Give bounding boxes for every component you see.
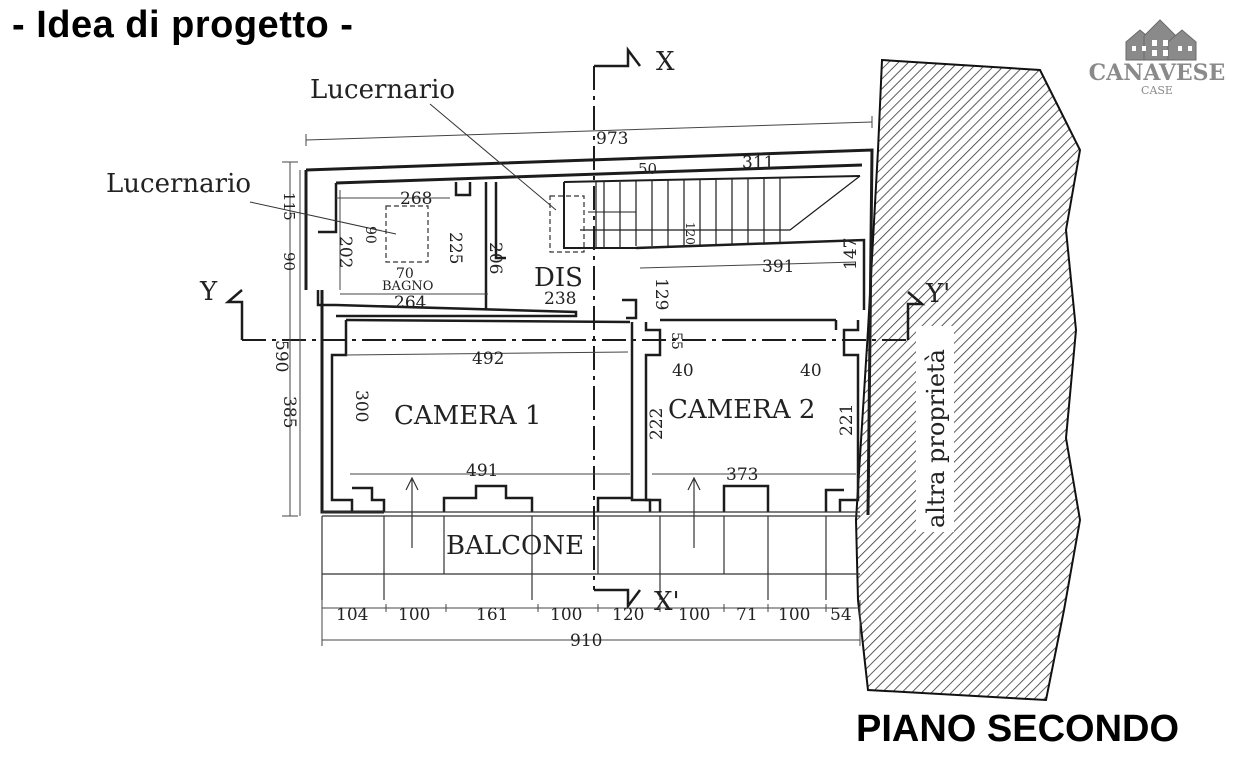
dim-overall-width: 973 (596, 129, 628, 149)
skylight-leaders (249, 103, 557, 235)
dim-bottom-seg-2: 100 (398, 605, 430, 625)
axis-x-bottom: X' (654, 587, 680, 617)
dim-bagno-h-left: 202 (335, 236, 355, 268)
axis-y-left: Y (199, 277, 218, 307)
stairs (563, 175, 861, 249)
dim-bottom-seg-4: 100 (550, 605, 582, 625)
room-camera1: CAMERA 1 (394, 401, 541, 431)
dim-bottom-seg-5: 120 (612, 605, 644, 625)
neighbor-property-hatch (854, 58, 1082, 702)
dim-wall-40-left: 40 (672, 361, 694, 381)
axis-y-right: Y' (925, 279, 950, 309)
dim-cam1-height: 300 (351, 390, 371, 422)
logo-sub: CASE (1141, 84, 1173, 97)
axis-x-top: X (656, 47, 675, 77)
dim-cam2-h-right: 221 (837, 404, 857, 436)
dim-bagno-width: 268 (400, 189, 432, 209)
dimension-lines (282, 116, 873, 646)
dim-stair-length: 311 (742, 153, 774, 173)
dim-skylight-h: 90 (362, 226, 378, 244)
dim-left-115: 115 (280, 192, 298, 221)
neighbor-label: altra proprietà (922, 349, 950, 528)
skylights (385, 195, 585, 263)
dim-skylight-w: 70 (396, 266, 414, 282)
dim-door-55: 55 (668, 332, 684, 350)
balcony (321, 511, 860, 600)
dim-wall-40-right: 40 (800, 361, 822, 381)
room-bagno: BAGNO (382, 279, 433, 294)
neighbor-label-backdrop (916, 326, 954, 532)
dim-bottom-seg-1: 104 (336, 605, 368, 625)
dim-bottom-seg-9: 54 (830, 605, 852, 625)
dim-bagno-width-low: 264 (394, 293, 426, 313)
room-dis: DIS (534, 263, 583, 293)
dim-cam2-h-left: 222 (647, 408, 667, 440)
dim-cam2-h-129: 129 (651, 278, 671, 310)
floor-label: PIANO SECONDO (856, 708, 1180, 750)
room-balcone: BALCONE (446, 531, 584, 561)
dim-bottom-total: 910 (570, 631, 602, 651)
dim-cam2-top-width: 391 (762, 257, 794, 277)
dim-cam1-width-top: 492 (472, 349, 504, 369)
dim-left-385: 385 (279, 396, 299, 428)
dim-left-590: 590 (271, 340, 291, 372)
skylight-label-top: Lucernario (310, 75, 455, 105)
window-piers (352, 484, 844, 512)
logo-name: CANAVESE (1089, 60, 1226, 86)
dim-cam1-width-bottom: 491 (466, 461, 498, 481)
entry-arrows (405, 476, 701, 548)
dim-stair-offset: 50 (638, 160, 657, 178)
section-lines (224, 46, 926, 610)
dim-bottom-seg-3: 161 (476, 605, 508, 625)
dim-bottom-seg-8: 100 (778, 605, 810, 625)
dim-bottom-seg-7: 71 (736, 605, 758, 625)
canavese-case-logo: CANAVESE CASE (1082, 14, 1232, 100)
dimension-values: 973 50 311 120 268 264 70 90 202 225 206… (271, 129, 861, 651)
dim-cam2-width-bottom: 373 (726, 465, 758, 485)
dim-bagno-h-right: 225 (445, 232, 465, 264)
dim-dis-h: 206 (485, 242, 505, 274)
inner-walls (316, 182, 866, 512)
dim-bottom-seg-6: 100 (678, 605, 710, 625)
skylight-label-left: Lucernario (106, 169, 251, 199)
dim-left-90: 90 (280, 252, 298, 271)
dim-dis-width: 238 (544, 289, 576, 309)
dim-cam2-h-147: 147 (841, 238, 861, 270)
dim-stair-width: 120 (683, 222, 697, 245)
room-camera2: CAMERA 2 (668, 395, 815, 425)
outer-walls (304, 148, 874, 516)
page-title: - Idea di progetto - (12, 4, 354, 46)
